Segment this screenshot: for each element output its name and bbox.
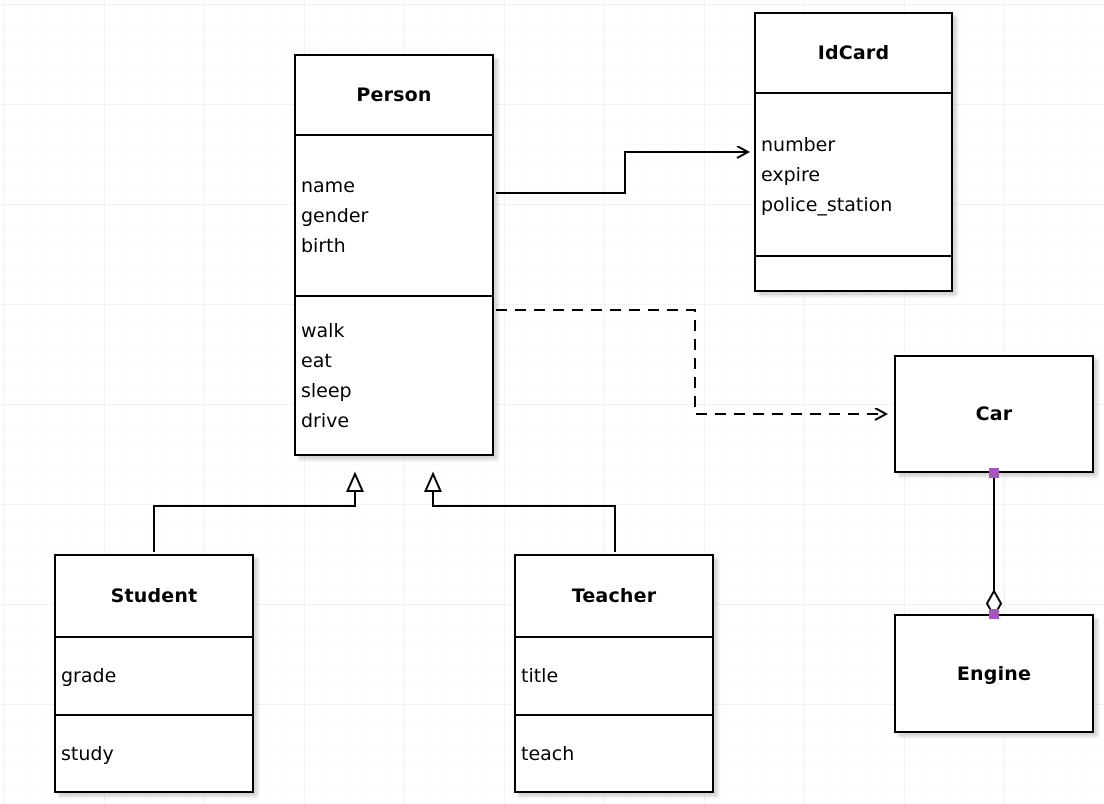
class-box-person[interactable]: Person name gender birth walk eat sleep … [294,54,494,456]
class-name-teacher: Teacher [571,585,657,607]
class-name-person: Person [356,84,432,106]
method-item: study [61,742,114,765]
class-name-student: Student [110,585,198,607]
attribute-item: police_station [761,193,893,216]
attribute-item: number [761,133,836,156]
class-title-compartment: Engine [896,616,1092,731]
edge-person-idcard [496,152,748,194]
edge-teacher-person [433,474,616,552]
class-methods-compartment: walk eat sleep drive [296,295,492,454]
class-methods-compartment [756,255,951,290]
class-title-compartment: IdCard [756,14,951,92]
attribute-item: name [301,174,355,197]
class-attributes-compartment: name gender birth [296,134,492,295]
attribute-item: birth [301,234,346,257]
method-item: walk [301,319,345,342]
class-box-student[interactable]: Student grade study [54,554,254,793]
anchor-handle-car[interactable] [989,468,999,478]
edge-student-person [153,474,355,552]
method-item: sleep [301,379,352,402]
class-box-teacher[interactable]: Teacher title teach [514,554,714,793]
class-name-idcard: IdCard [817,42,890,64]
class-box-engine[interactable]: Engine [894,614,1094,733]
method-item: eat [301,349,332,372]
method-item: teach [521,742,575,765]
attribute-item: grade [61,665,117,687]
edge-person-car [496,309,886,414]
class-name-car: Car [975,403,1013,425]
class-attributes-compartment: number expire police_station [756,92,951,255]
attribute-item: expire [761,163,821,186]
class-box-car[interactable]: Car [894,355,1094,473]
class-title-compartment: Car [896,357,1092,471]
class-attributes-compartment: title [516,636,712,714]
attribute-item: gender [301,204,369,227]
class-title-compartment: Teacher [516,556,712,636]
class-methods-compartment: study [56,714,252,791]
class-methods-compartment: teach [516,714,712,791]
anchor-handle-engine[interactable] [989,609,999,619]
class-title-compartment: Student [56,556,252,636]
method-item: drive [301,409,350,432]
class-title-compartment: Person [296,56,492,134]
class-box-idcard[interactable]: IdCard number expire police_station [754,12,953,292]
class-name-engine: Engine [956,662,1032,685]
class-attributes-compartment: grade [56,636,252,714]
attribute-item: title [521,665,559,687]
